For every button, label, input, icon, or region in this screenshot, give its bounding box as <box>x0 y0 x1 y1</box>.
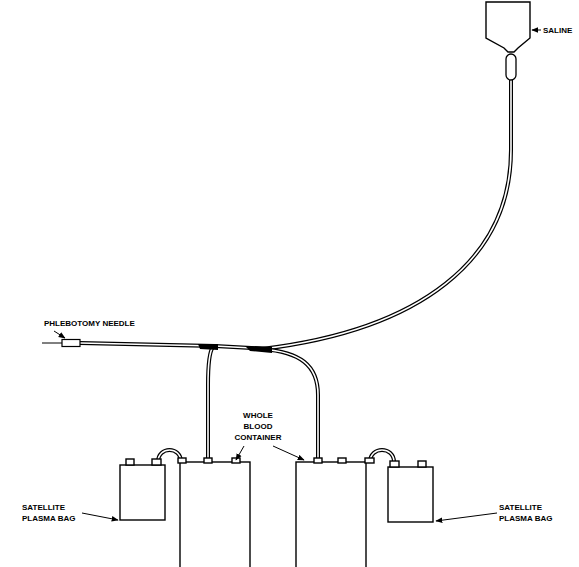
port <box>204 458 212 463</box>
port <box>390 461 399 467</box>
port <box>126 459 134 465</box>
satellite-bag <box>120 465 165 520</box>
part-label: PHLEBOTOMY NEEDLE <box>44 318 164 329</box>
leader-arrow <box>236 446 244 460</box>
needle <box>42 343 62 344</box>
saline-bag <box>486 2 530 52</box>
port <box>152 459 161 465</box>
leader-arrow <box>436 513 497 521</box>
port <box>314 458 322 463</box>
whole-blood-container <box>180 462 250 567</box>
port <box>418 461 426 467</box>
leader-arrow <box>82 513 118 520</box>
containers <box>120 458 433 567</box>
satellite-bag <box>388 467 433 522</box>
drip-chamber <box>506 54 516 80</box>
y-junction <box>198 344 218 350</box>
leader-arrow <box>532 30 541 31</box>
whole-blood-container <box>296 462 366 567</box>
port <box>232 458 240 463</box>
leader-arrow <box>54 331 65 338</box>
port <box>338 458 346 463</box>
part-label: WHOLE BLOOD CONTAINER <box>232 410 284 443</box>
tubing <box>80 80 511 462</box>
needle-hub <box>62 340 80 347</box>
port <box>178 458 186 463</box>
leader-arrow <box>273 446 304 460</box>
part-label: SALINE <box>543 25 577 36</box>
part-label: SATELLITE PLASMA BAG <box>499 502 559 524</box>
y-junction <box>245 346 272 353</box>
leader-lines <box>54 30 541 521</box>
port <box>365 458 374 463</box>
part-label: SATELLITE PLASMA BAG <box>22 502 80 524</box>
